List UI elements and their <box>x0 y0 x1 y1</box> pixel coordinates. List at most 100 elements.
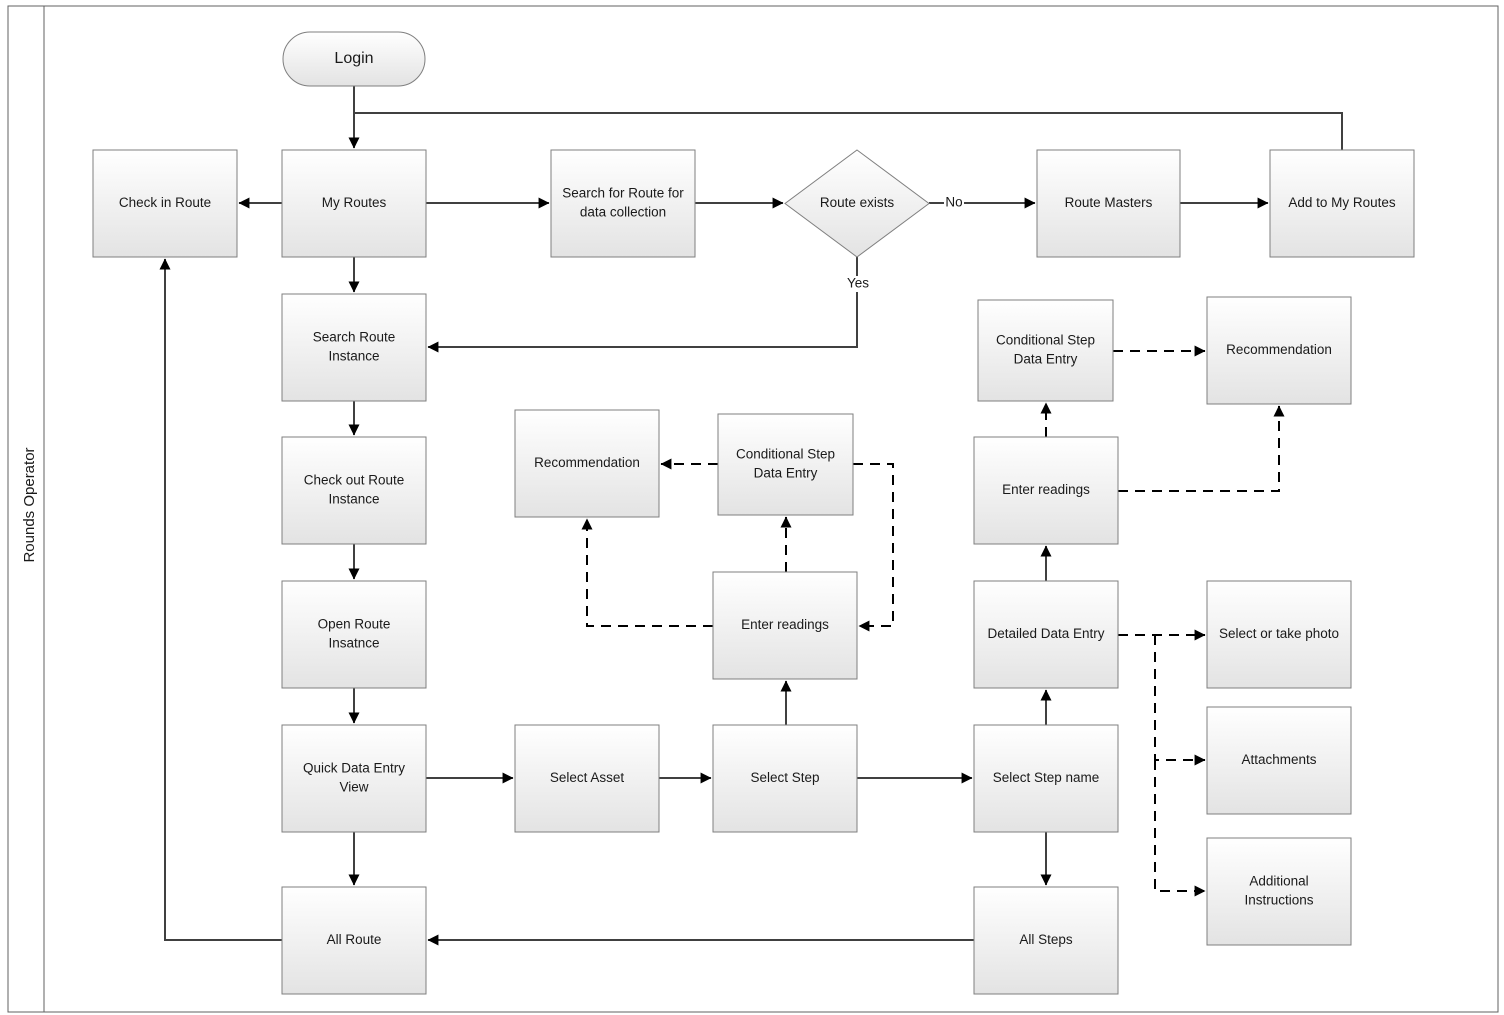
node-label: Insatnce <box>328 636 379 651</box>
node-label: Attachments <box>1241 752 1316 767</box>
node-shape <box>973 436 1119 545</box>
node-shape <box>92 149 238 258</box>
node-label: Check out Route <box>304 473 405 488</box>
node-enter-readings-right: Enter readings <box>973 436 1119 545</box>
node-label: Login <box>334 50 373 67</box>
node-shape <box>282 31 426 87</box>
node-shape <box>281 436 427 545</box>
node-shape <box>1206 837 1352 946</box>
swimlane-label: Rounds Operator <box>21 447 38 562</box>
edge-labels: No Yes <box>844 195 964 292</box>
node-shape <box>281 886 427 995</box>
node-label: Add to My Routes <box>1288 195 1396 210</box>
node-shape <box>784 149 930 258</box>
edge-detailed-to-instructions <box>1154 760 1206 897</box>
node-shape <box>1206 580 1352 689</box>
edge-readings-mid-to-recommendation <box>581 518 713 627</box>
node-label: Select Asset <box>550 770 625 785</box>
node-label: Additional <box>1249 874 1308 889</box>
edge-detailed-to-attachments <box>1154 635 1206 766</box>
node-select-step-name: Select Step name <box>973 724 1119 833</box>
node-label: All Route <box>327 932 382 947</box>
node-login: Login <box>282 31 426 87</box>
node-select-photo: Select or take photo <box>1206 580 1352 689</box>
node-shape <box>1036 149 1181 258</box>
node-shape <box>973 580 1119 689</box>
edge-add-to-my-routes-loop <box>354 112 1343 150</box>
node-label: Open Route <box>318 617 391 632</box>
node-shape <box>712 571 858 680</box>
node-shape <box>973 886 1119 995</box>
node-label: Recommendation <box>534 455 640 470</box>
node-recommendation-right: Recommendation <box>1206 296 1352 405</box>
node-my-routes: My Routes <box>281 149 427 258</box>
node-label: My Routes <box>322 195 387 210</box>
node-shape <box>514 409 660 518</box>
node-shape <box>1206 706 1352 815</box>
node-search-route-data: Search for Route for data collection <box>550 149 696 258</box>
node-label: Enter readings <box>741 617 829 632</box>
node-label: View <box>339 780 368 795</box>
node-label: Check in Route <box>119 195 211 210</box>
node-add-to-my-routes: Add to My Routes <box>1269 149 1415 258</box>
node-shape <box>973 724 1119 833</box>
node-shape <box>977 299 1114 402</box>
node-label: Route exists <box>820 195 895 210</box>
node-label: Select Step <box>750 770 819 785</box>
node-recommendation-mid: Recommendation <box>514 409 660 518</box>
edge-readings-right-to-recommendation <box>1118 405 1285 492</box>
node-label: Instructions <box>1244 893 1313 908</box>
node-shape <box>712 724 858 833</box>
edge-label-no: No <box>945 195 962 210</box>
node-label: Select or take photo <box>1219 626 1339 641</box>
node-label: Instance <box>328 349 379 364</box>
node-label: data collection <box>580 205 666 220</box>
node-label: Conditional Step <box>736 447 835 462</box>
swimlane: Rounds Operator <box>7 5 1499 1013</box>
node-select-asset: Select Asset <box>514 724 660 833</box>
node-all-steps: All Steps <box>973 886 1119 995</box>
node-route-exists: Route exists <box>784 149 930 258</box>
node-enter-readings-mid: Enter readings <box>712 571 858 680</box>
edge-conditional-mid-loop <box>853 463 894 632</box>
edge-label-yes: Yes <box>847 276 869 291</box>
node-shape <box>1269 149 1415 258</box>
edge-route-exists-yes <box>427 257 858 353</box>
node-label: Instance <box>328 492 379 507</box>
node-label: Data Entry <box>754 466 818 481</box>
node-shape <box>550 149 696 258</box>
node-label: All Steps <box>1019 932 1073 947</box>
node-attachments: Attachments <box>1206 706 1352 815</box>
node-shape <box>717 413 854 516</box>
node-label: Route Masters <box>1065 195 1153 210</box>
node-route-masters: Route Masters <box>1036 149 1181 258</box>
node-shape <box>281 149 427 258</box>
node-label: Search for Route for <box>562 186 684 201</box>
node-label: Quick Data Entry <box>303 761 405 776</box>
node-shape <box>1206 296 1352 405</box>
node-all-route: All Route <box>281 886 427 995</box>
node-label: Data Entry <box>1014 352 1078 367</box>
node-label: Enter readings <box>1002 482 1090 497</box>
node-shape <box>281 724 427 833</box>
node-shape <box>281 580 427 689</box>
node-check-in-route: Check in Route <box>92 149 238 258</box>
node-detailed-data-entry: Detailed Data Entry <box>973 580 1119 689</box>
node-label: Detailed Data Entry <box>987 626 1104 641</box>
node-label: Select Step name <box>993 770 1100 785</box>
node-label: Search Route <box>313 330 396 345</box>
node-shape <box>281 293 427 402</box>
node-shape <box>514 724 660 833</box>
node-label: Recommendation <box>1226 342 1332 357</box>
node-label: Conditional Step <box>996 333 1095 348</box>
node-select-step: Select Step <box>712 724 858 833</box>
